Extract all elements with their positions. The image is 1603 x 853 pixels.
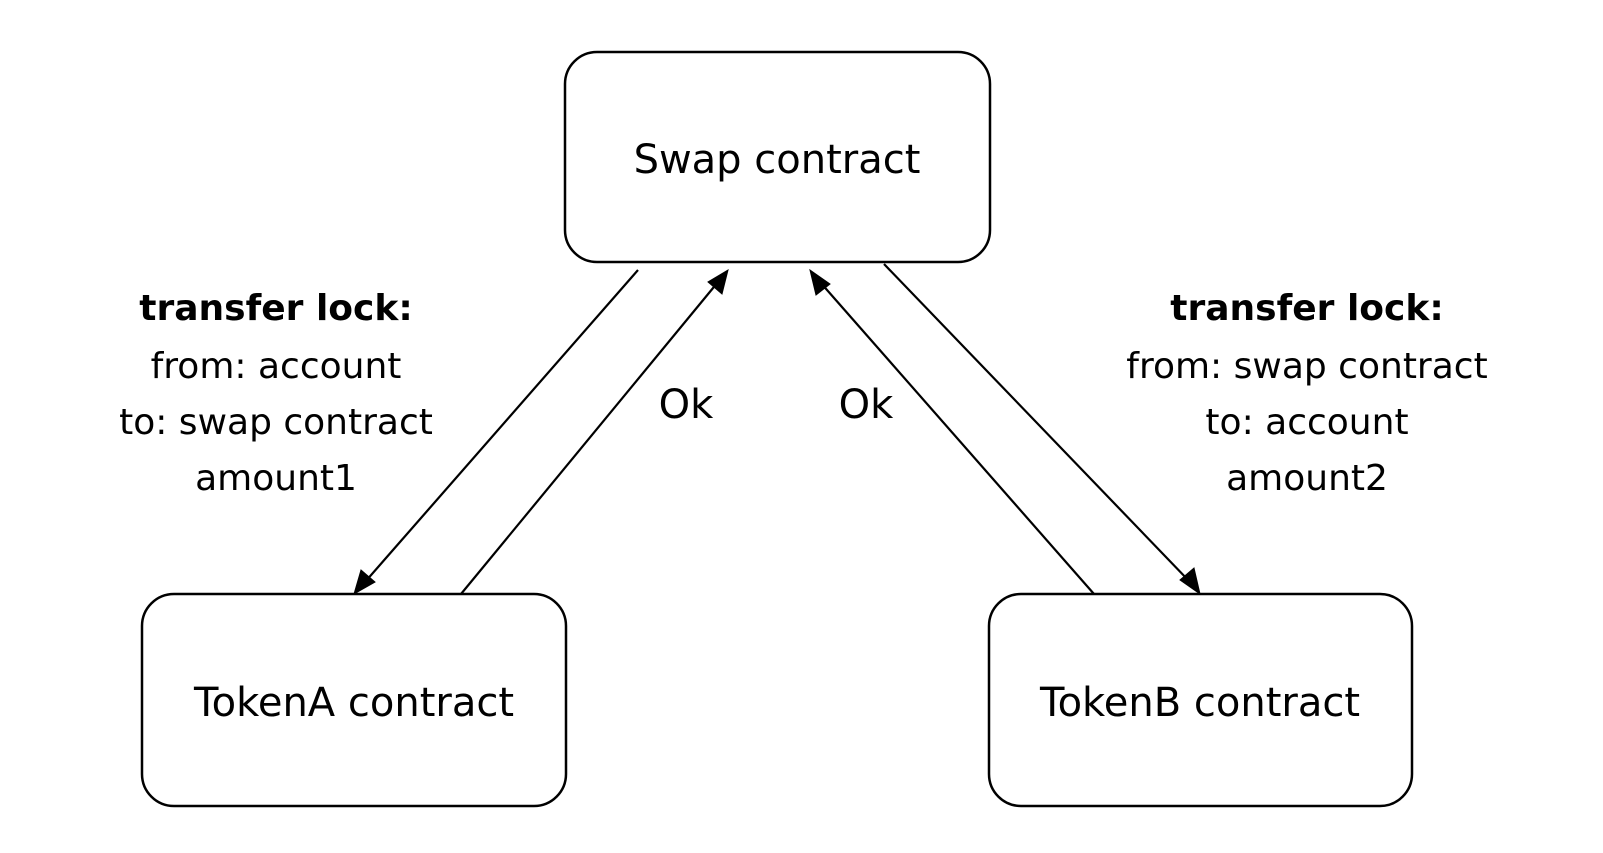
edge-swap-to-token-b-line: [883, 263, 1191, 583]
right-note-amount: amount2: [1226, 458, 1388, 499]
edge-token-a-to-swap-line: [460, 281, 719, 595]
right-transfer-note: transfer lock: from: swap contract to: a…: [1126, 288, 1487, 499]
left-ok-label: Ok: [659, 382, 714, 428]
left-note-to: to: swap contract: [119, 402, 433, 443]
swap-contract-box: [563, 50, 992, 264]
arrowhead-into-token-a: [353, 569, 376, 596]
arrowhead-into-swap-left: [707, 268, 729, 295]
edge-token-b-to-swap: [809, 268, 1095, 595]
left-transfer-note: transfer lock: from: account to: swap co…: [119, 288, 433, 499]
arrowhead-into-swap-right: [809, 268, 831, 296]
edge-token-a-to-swap: [460, 268, 729, 595]
token-b-contract-node: TokenB contract: [987, 592, 1414, 808]
right-note-to: to: account: [1205, 402, 1408, 443]
edge-swap-to-token-a: [353, 269, 639, 596]
left-note-amount: amount1: [195, 458, 357, 499]
edge-swap-to-token-a-line: [364, 269, 639, 583]
edge-token-b-to-swap-line: [819, 281, 1095, 595]
token-a-contract-node: TokenA contract: [140, 592, 568, 808]
right-note-from: from: swap contract: [1126, 346, 1487, 387]
token-b-contract-label: TokenB contract: [1039, 680, 1360, 726]
right-ok-label: Ok: [839, 382, 894, 428]
swap-contract-label: Swap contract: [634, 137, 921, 183]
swap-contract-node: Swap contract: [563, 50, 992, 264]
left-note-from: from: account: [151, 346, 402, 387]
right-note-title: transfer lock:: [1170, 288, 1443, 329]
edge-swap-to-token-b: [883, 263, 1201, 596]
left-note-title: transfer lock:: [139, 288, 412, 329]
arrowhead-into-token-b: [1179, 567, 1201, 596]
token-a-contract-label: TokenA contract: [193, 680, 514, 726]
